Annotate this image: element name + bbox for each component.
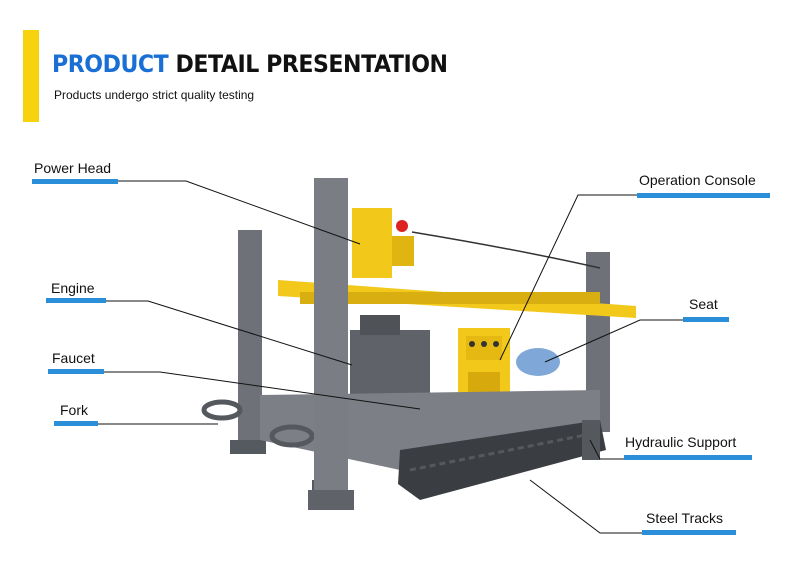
label-faucet: Faucet [52, 350, 95, 366]
page-subtitle: Products undergo strict quality testing [54, 88, 255, 102]
fork-ring [201, 399, 243, 421]
page-title: PRODUCT DETAIL PRESENTATION [52, 50, 448, 78]
underline-power-head [32, 179, 118, 184]
leader-operation-console [499, 194, 637, 361]
label-power-head: Power Head [34, 160, 112, 176]
accent-bar [23, 30, 39, 122]
underline-faucet [48, 369, 104, 374]
underline-operation-console [637, 193, 770, 198]
engine-block [350, 330, 430, 400]
leader-power-head [118, 180, 361, 245]
underline-hydraulic-support [624, 455, 752, 460]
label-operation-console: Operation Console [639, 172, 756, 188]
leader-steel-tracks [529, 479, 642, 534]
seat-cushion [516, 348, 560, 376]
underline-fork [54, 421, 98, 426]
title-highlight: PRODUCT [52, 50, 169, 78]
steel-track [398, 420, 606, 500]
underline-engine [46, 298, 106, 303]
leader-seat [544, 319, 683, 363]
underline-seat [683, 317, 729, 322]
label-fork: Fork [60, 402, 88, 418]
leader-engine [106, 300, 353, 366]
label-steel-tracks: Steel Tracks [646, 510, 724, 526]
front-main-mast [314, 178, 348, 498]
label-seat: Seat [689, 296, 718, 312]
leader-faucet [104, 371, 421, 410]
underline-steel-tracks [642, 530, 736, 535]
title-rest: DETAIL PRESENTATION [175, 50, 448, 78]
label-hydraulic-support: Hydraulic Support [625, 434, 737, 450]
label-engine: Engine [51, 280, 95, 296]
leader-hydraulic-support [589, 439, 624, 460]
rear-left-mast [238, 230, 262, 450]
